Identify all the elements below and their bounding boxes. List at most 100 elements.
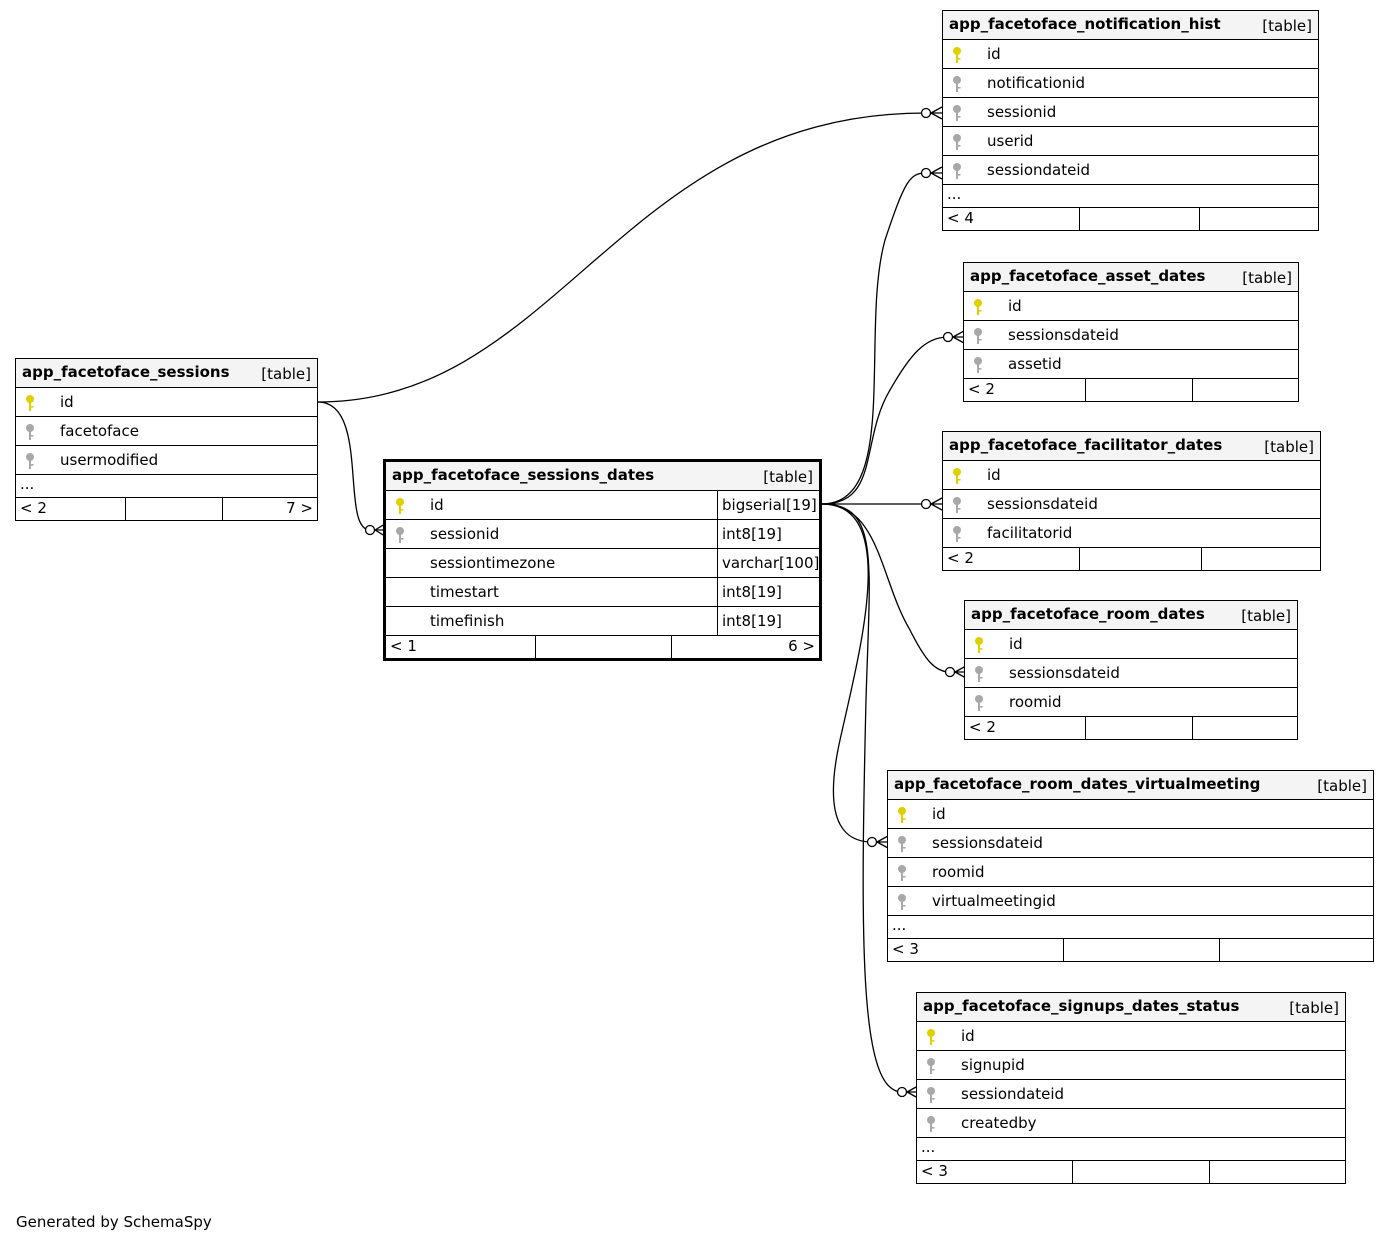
foreign-key-icon [925, 1115, 937, 1133]
column-row[interactable]: sessionid int8[19] [386, 520, 819, 549]
column-row[interactable]: sessionsdateid [888, 829, 1373, 858]
column-row[interactable]: facetoface [16, 417, 317, 446]
column-type: int8[19] [717, 520, 819, 548]
parent-count[interactable]: < 2 [969, 718, 996, 736]
column-row[interactable]: sessionsdateid [943, 490, 1320, 519]
column-row[interactable]: assetid [964, 350, 1298, 379]
column-name: timestart [430, 583, 499, 601]
table-virt[interactable]: app_facetoface_room_dates_virtualmeeting… [887, 770, 1374, 962]
column-row[interactable]: id [943, 40, 1318, 69]
parent-count[interactable]: < 3 [921, 1162, 948, 1180]
column-row[interactable]: id [888, 800, 1373, 829]
parent-count[interactable]: < 2 [968, 380, 995, 398]
column-row[interactable]: sessiondateid [943, 156, 1318, 185]
column-row[interactable]: facilitatorid [943, 519, 1320, 548]
foreign-key-icon [951, 162, 963, 180]
table-header: app_facetoface_room_dates[table] [965, 601, 1297, 630]
table-notif[interactable]: app_facetoface_notification_hist [table] i… [942, 10, 1319, 231]
table-name[interactable]: app_facetoface_notification_hist [949, 15, 1221, 33]
parent-count[interactable]: < 1 [390, 637, 417, 655]
parent-count[interactable]: < 3 [892, 940, 919, 958]
column-name: sessionid [430, 525, 500, 543]
column-type: int8[19] [717, 578, 819, 606]
relation-sdates-room [821, 503, 951, 673]
terminator-notification-sessionid [920, 106, 943, 120]
child-count[interactable]: 7 > [286, 499, 313, 517]
primary-key-icon [951, 46, 963, 64]
table-name[interactable]: app_facetoface_asset_dates [970, 267, 1206, 285]
primary-key-icon [925, 1028, 937, 1046]
column-name: notificationid [987, 74, 1086, 92]
column-row[interactable]: id [917, 1022, 1345, 1051]
table-type: [table] [1264, 438, 1314, 456]
column-name: id [961, 1027, 975, 1045]
table-room[interactable]: app_facetoface_room_dates[table]id sessio… [964, 600, 1298, 740]
table-facil[interactable]: app_facetoface_facilitator_dates [table] i… [942, 431, 1321, 571]
column-row[interactable]: id [16, 388, 317, 417]
column-row[interactable]: id [943, 461, 1320, 490]
foreign-key-icon [951, 525, 963, 543]
table-signup[interactable]: app_facetoface_signups_dates_status[tabl… [916, 992, 1346, 1184]
foreign-key-icon [896, 835, 908, 853]
parent-count[interactable]: < 2 [947, 549, 974, 567]
parent-count[interactable]: < 2 [20, 499, 47, 517]
foreign-key-icon [896, 893, 908, 911]
column-name: signupid [961, 1056, 1025, 1074]
parent-count[interactable]: < 4 [947, 209, 974, 227]
terminator-facilitator-sessionsdateid [920, 497, 943, 511]
foreign-key-icon [896, 864, 908, 882]
column-name: sessionsdateid [987, 495, 1098, 513]
table-header: app_facetoface_sessions[table] [16, 359, 317, 388]
column-row[interactable]: id [964, 292, 1298, 321]
table-header: app_facetoface_room_dates_virtualmeeting… [888, 771, 1373, 800]
column-row[interactable]: virtualmeetingid [888, 887, 1373, 916]
table-header: app_facetoface_facilitator_dates [table] [943, 432, 1320, 461]
column-name: id [932, 805, 946, 823]
column-row[interactable]: sessionsdateid [964, 321, 1298, 350]
table-footer: < 1 6 > [386, 636, 819, 658]
relation-sdates-asset [821, 336, 949, 505]
column-row[interactable]: sessiondateid [917, 1080, 1345, 1109]
terminator-signups-sessiondateid [896, 1085, 919, 1099]
table-name[interactable]: app_facetoface_room_dates [971, 605, 1205, 623]
column-row[interactable]: sessionsdateid [965, 659, 1297, 688]
primary-key-icon [896, 806, 908, 824]
column-row[interactable]: createdby [917, 1109, 1345, 1138]
child-count[interactable]: 6 > [788, 637, 815, 655]
more-columns: ... [16, 475, 317, 498]
column-row[interactable]: signupid [917, 1051, 1345, 1080]
foreign-key-icon [394, 526, 406, 544]
table-name[interactable]: app_facetoface_sessions_dates [392, 466, 655, 484]
column-name: roomid [932, 863, 985, 881]
column-name: id [987, 466, 1001, 484]
column-row[interactable]: userid [943, 127, 1318, 156]
table-name[interactable]: app_facetoface_sessions [22, 363, 230, 381]
table-footer: < 3 [888, 939, 1373, 961]
column-row[interactable]: roomid [888, 858, 1373, 887]
table-sessions[interactable]: app_facetoface_sessions[table]id facetofa… [15, 358, 318, 521]
column-row[interactable]: sessionid [943, 98, 1318, 127]
column-row[interactable]: id [965, 630, 1297, 659]
column-name: id [60, 393, 74, 411]
foreign-key-icon [972, 356, 984, 374]
primary-key-icon [951, 467, 963, 485]
foreign-key-icon [951, 104, 963, 122]
foreign-key-icon [24, 423, 36, 441]
column-row[interactable]: roomid [965, 688, 1297, 717]
table-name[interactable]: app_facetoface_facilitator_dates [949, 436, 1223, 454]
column-name: sessionsdateid [1009, 664, 1120, 682]
terminator-virtualmeeting-sessionsdateid [866, 835, 889, 849]
column-row[interactable]: notificationid [943, 69, 1318, 98]
table-type: [table] [1262, 17, 1312, 35]
column-row[interactable]: usermodified [16, 446, 317, 475]
table-name[interactable]: app_facetoface_signups_dates_status [923, 997, 1240, 1015]
column-name: virtualmeetingid [932, 892, 1056, 910]
table-name[interactable]: app_facetoface_room_dates_virtualmeeting [894, 775, 1261, 793]
column-row[interactable]: timestart int8[19] [386, 578, 819, 607]
